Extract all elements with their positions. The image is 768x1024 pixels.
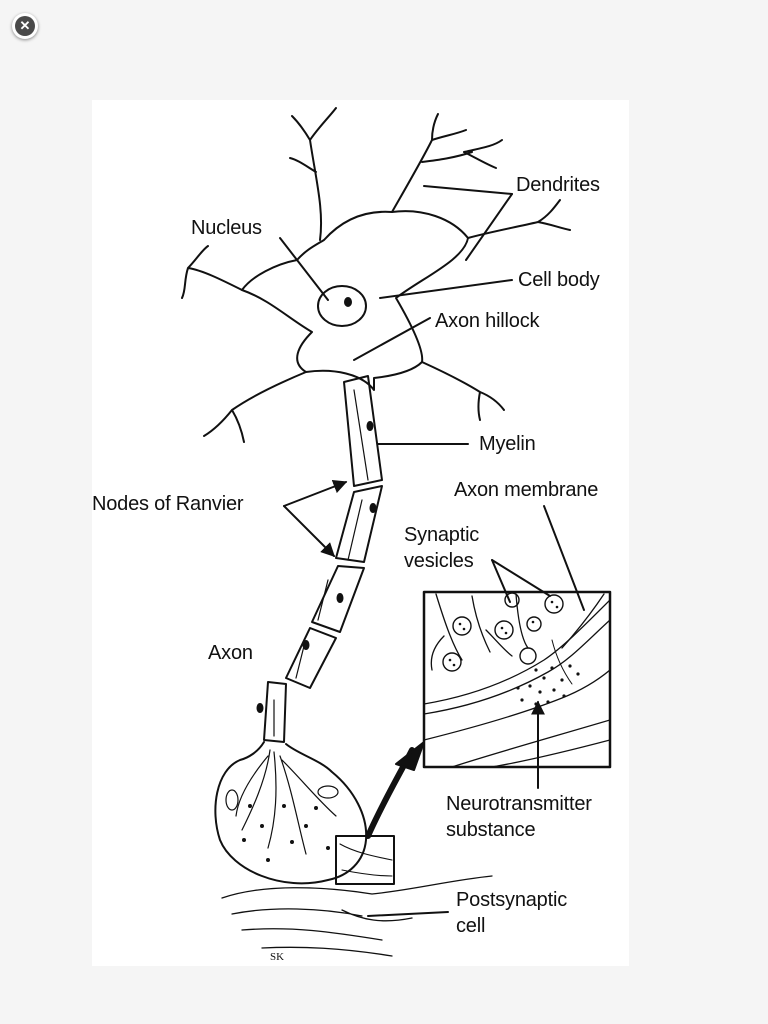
- dendrite-top: [289, 107, 337, 241]
- myelin-segment-5: [263, 681, 287, 743]
- nucleolus: [344, 297, 352, 307]
- label-myelin: Myelin: [479, 433, 536, 455]
- inset-box: [422, 590, 612, 769]
- label-neurotransmitter: Neurotransmitter: [446, 793, 592, 815]
- label-nucleus: Nucleus: [191, 217, 262, 239]
- label-axon-hillock: Axon hillock: [435, 310, 540, 332]
- dendrite-lower-right: [421, 361, 505, 421]
- myelin-segment-2: [335, 485, 383, 563]
- myelin-segment-3: [311, 565, 365, 633]
- myelin-segment-4: [285, 627, 337, 689]
- leader-axon-hillock: [353, 317, 431, 361]
- dendrite-top-right: [391, 113, 503, 213]
- label-postsynaptic: Postsynaptic: [456, 889, 567, 911]
- label-cell-body: Cell body: [518, 269, 600, 291]
- label-vesicles: vesicles: [404, 550, 474, 572]
- close-icon: ✕: [15, 16, 35, 36]
- terminal-fibers: [235, 749, 337, 855]
- leader-dendrites-2: [465, 193, 513, 261]
- leader-nodes-1: [283, 480, 348, 507]
- close-button[interactable]: ✕: [12, 13, 38, 39]
- leader-postsynaptic: [367, 911, 449, 917]
- leader-nodes-2: [283, 505, 335, 557]
- label-cell: cell: [456, 915, 486, 937]
- leader-dendrites-1: [423, 185, 513, 195]
- leader-axon-membrane: [543, 505, 585, 611]
- artist-signature: SK: [270, 951, 284, 963]
- label-axon: Axon: [208, 642, 253, 664]
- leader-nucleus: [279, 237, 329, 301]
- dendrite-lower-left: [203, 371, 307, 443]
- axon-terminal: [214, 741, 368, 885]
- postsynaptic-folds: [221, 875, 493, 957]
- label-substance: substance: [446, 819, 536, 841]
- nucleus-shape: [317, 285, 367, 327]
- leader-cell-body: [379, 279, 513, 299]
- label-nodes-of-ranvier: Nodes of Ranvier: [92, 493, 244, 515]
- dendrite-right: [467, 199, 571, 239]
- leader-synaptic-2: [491, 559, 551, 597]
- myelin-segment-1: [343, 375, 383, 487]
- dendrite-left: [181, 245, 243, 299]
- neuron-diagram: SK: [92, 100, 629, 966]
- neuron-illustration: SK: [181, 107, 612, 963]
- cell-body-outline: [241, 210, 469, 391]
- leader-synaptic-1: [491, 559, 511, 603]
- label-dendrites: Dendrites: [516, 174, 600, 196]
- label-axon-membrane: Axon membrane: [454, 479, 599, 501]
- label-synaptic: Synaptic: [404, 524, 480, 546]
